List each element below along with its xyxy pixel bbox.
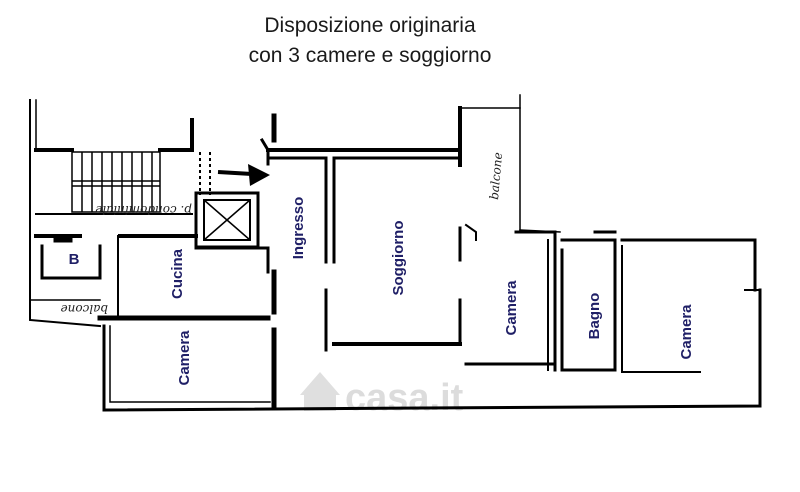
room-label-cucina: Cucina xyxy=(169,248,186,299)
walls xyxy=(29,94,762,412)
balcone-right-label: balcone xyxy=(487,152,505,200)
room-label-b: B xyxy=(69,251,80,268)
room-label-soggiorno: Soggiorno xyxy=(390,221,407,296)
balcone-left-label: balcone xyxy=(61,302,108,316)
room-label-ingresso: Ingresso xyxy=(290,197,307,260)
title-line-2: con 3 camere e soggiorno xyxy=(248,44,492,67)
watermark-text: casa.it xyxy=(345,377,464,419)
watermark: casa.it xyxy=(300,372,464,419)
room-label-camera-right: Camera xyxy=(678,304,695,360)
arrow-right-icon xyxy=(217,164,270,186)
house-icon xyxy=(300,372,340,411)
title-line-1: Disposizione originaria xyxy=(264,14,476,37)
room-label-camera-left: Camera xyxy=(176,330,193,386)
room-label-camera-mid: Camera xyxy=(503,280,520,336)
stairs-icon xyxy=(71,151,161,213)
room-label-bagno: Bagno xyxy=(586,293,603,340)
condominiale-label: p. condominiale xyxy=(95,203,192,217)
elevator-cross-icon xyxy=(194,191,260,249)
